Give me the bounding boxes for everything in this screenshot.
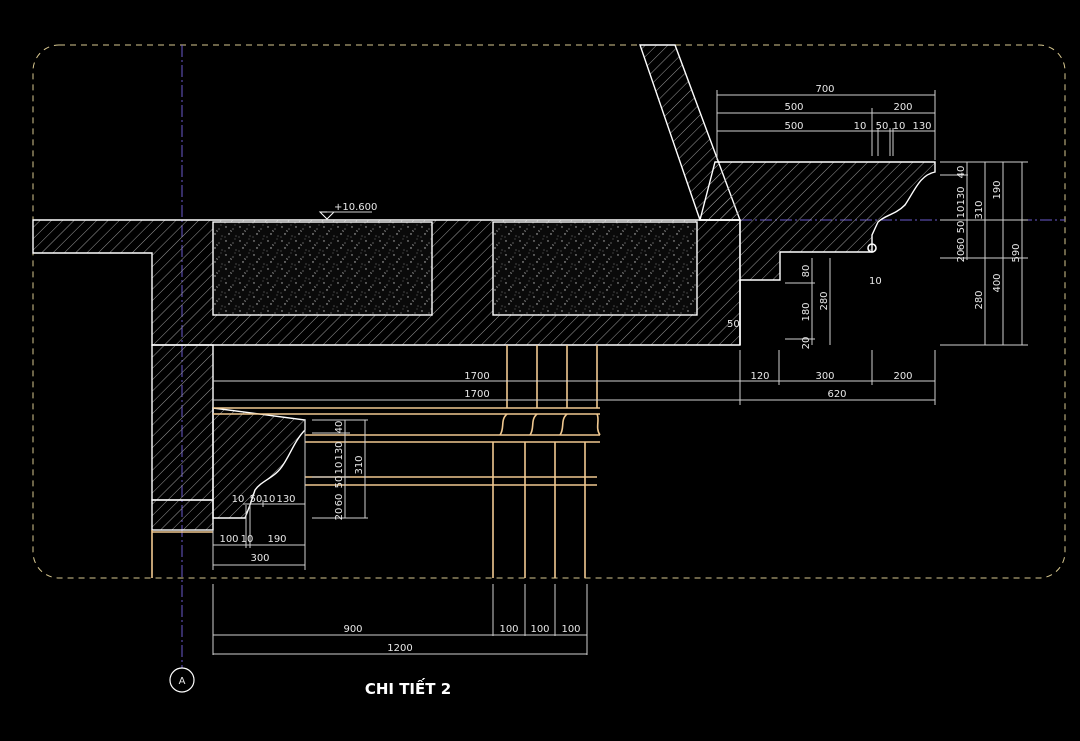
dimension-label: 130	[334, 441, 345, 460]
dimension-label: 100	[561, 624, 580, 635]
dimension-label: 20	[801, 337, 812, 350]
dims-right-bottom: 120 300 200 620	[739, 350, 936, 405]
left-column	[151, 344, 214, 501]
dimension-label: 100	[219, 534, 238, 545]
dimension-label: 120	[750, 371, 769, 382]
dims-bottom: 900 100 100 100 1200	[212, 584, 588, 655]
dimension-label: 400	[992, 273, 1003, 292]
dimension-label: 300	[250, 553, 269, 564]
dimension-label: 180	[801, 302, 812, 321]
left-column-base	[151, 499, 214, 531]
dimension-label: 1700	[464, 371, 489, 382]
dimension-label: 60	[956, 238, 967, 251]
dimension-label: 310	[354, 455, 365, 474]
dimension-label: 40	[956, 166, 967, 179]
dimension-label: 50	[727, 319, 740, 330]
balustrade	[213, 345, 601, 578]
dimension-label: 900	[343, 624, 362, 635]
dims-right-inner: 80 180 20 280 50 10	[727, 258, 882, 349]
dimension-label: 40	[334, 421, 345, 434]
dimension-label: 200	[893, 371, 912, 382]
dimension-label: 500	[784, 121, 803, 132]
axis-label: A	[179, 676, 186, 687]
dimension-label: 280	[819, 291, 830, 310]
concrete-block-2	[492, 221, 698, 316]
dims-top: 700 500 200 500 10 50 10 130	[716, 84, 936, 160]
dimension-label: 300	[815, 371, 834, 382]
drawing-title: CHI TIẾT 2	[365, 677, 451, 698]
dimension-label: 10	[893, 121, 906, 132]
dimension-label: 190	[992, 180, 1003, 199]
dimension-label: 10	[241, 534, 254, 545]
right-cornice	[699, 161, 936, 281]
dimension-label: 50	[876, 121, 889, 132]
dimension-label: 310	[974, 200, 985, 219]
dimension-label: 620	[827, 389, 846, 400]
dimension-label: 10	[334, 462, 345, 475]
dimension-label: 50	[250, 494, 263, 505]
dimension-label: 100	[499, 624, 518, 635]
dimension-label: 10	[869, 276, 882, 287]
elevation-label: +10.600	[334, 202, 377, 213]
dimension-label: 10	[263, 494, 276, 505]
dimension-label: 80	[801, 265, 812, 278]
dimension-label: 130	[956, 186, 967, 205]
dimension-label: 20	[334, 508, 345, 521]
dims-right-vertical: 40 130 10 50 60 20 310 190 280 400 590	[940, 161, 1028, 346]
elevation-marker-icon	[318, 211, 336, 220]
dims-mid: 1700 1700	[213, 371, 740, 401]
concrete-block-1	[212, 221, 433, 316]
dimension-label: 500	[784, 102, 803, 113]
dimension-label: 190	[267, 534, 286, 545]
dimension-label: 20	[956, 250, 967, 263]
axis-marker	[169, 667, 195, 693]
dimension-label: 1200	[387, 643, 412, 654]
dimension-label: 130	[276, 494, 295, 505]
left-cornice	[212, 407, 306, 519]
dimension-label: 10	[956, 206, 967, 219]
dimension-label: 590	[1011, 243, 1022, 262]
dimension-label: 100	[530, 624, 549, 635]
dimension-label: 280	[974, 290, 985, 309]
dims-cornice-left: 10 50 10 130 100 10 190 300 40 130 10 50…	[212, 419, 368, 570]
dimension-label: 60	[334, 494, 345, 507]
dimension-label: 1700	[464, 389, 489, 400]
dimension-label: 700	[815, 84, 834, 95]
dimension-label: 10	[854, 121, 867, 132]
dimension-label: 50	[956, 221, 967, 234]
dimension-label: 130	[912, 121, 931, 132]
dimension-label: 200	[893, 102, 912, 113]
dimension-label: 10	[232, 494, 245, 505]
viewport-border	[32, 44, 1066, 579]
dimension-label: 50	[334, 476, 345, 489]
